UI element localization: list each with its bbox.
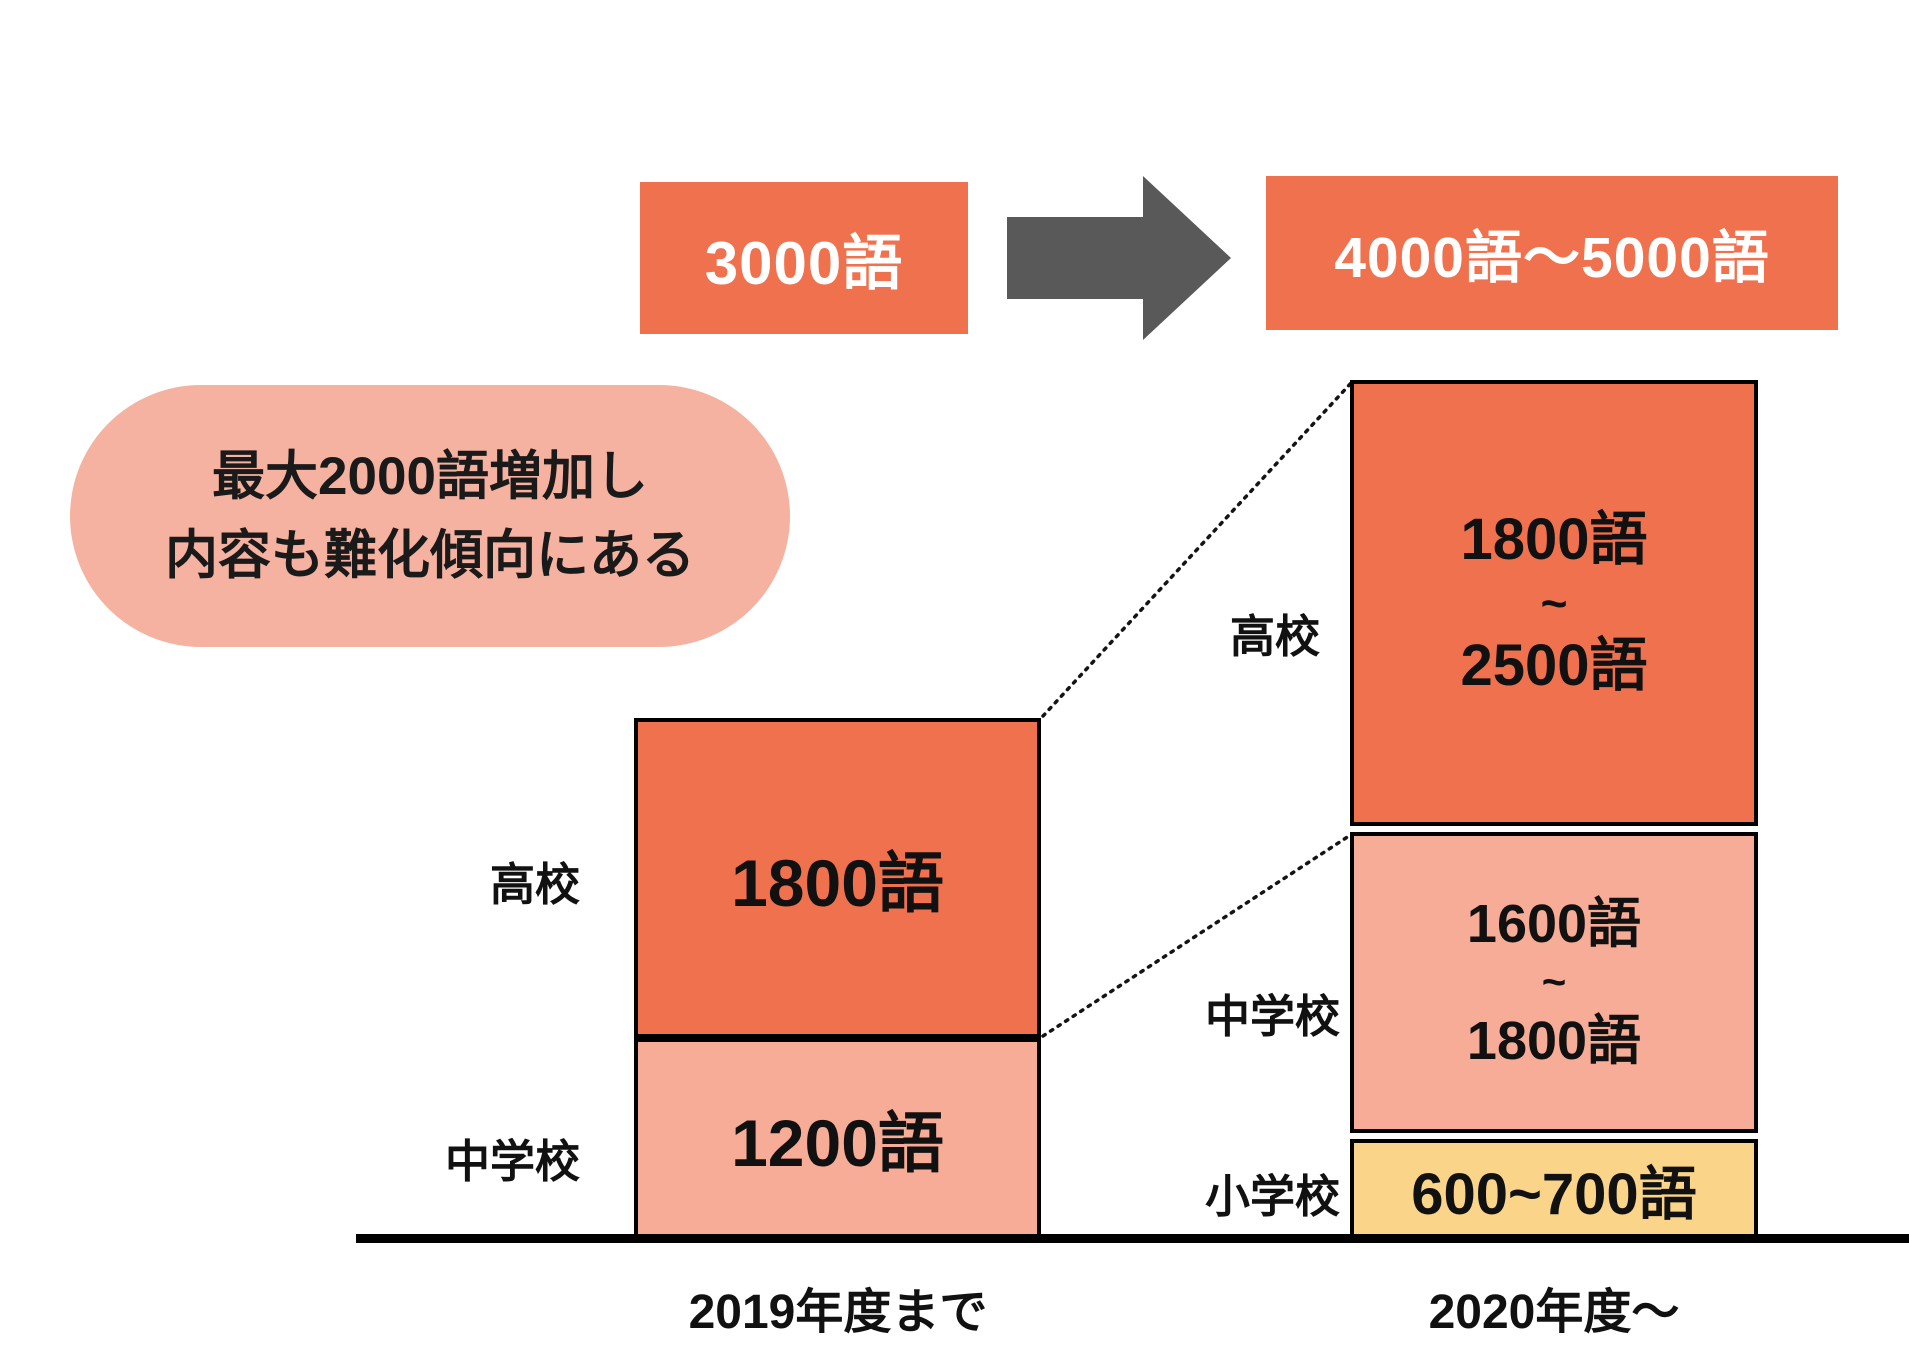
label-2020-juniorhigh: 中学校 xyxy=(1090,980,1340,1045)
axis-label-2020-text: 2020年度〜 xyxy=(1428,1286,1680,1339)
bar-2019-juniorhigh-segment: 1200語 xyxy=(634,1038,1041,1238)
connector-line-juniorhigh xyxy=(1041,832,1354,1038)
bar-2020-highschool-tilde: ~ xyxy=(1540,576,1568,629)
axis-label-2019-text: 2019年度まで xyxy=(688,1286,988,1339)
arrow-right-head-icon xyxy=(1143,176,1231,340)
bar-2020-highschool-segment: 1800語 ~ 2500語 xyxy=(1350,380,1758,826)
increase-callout-bubble: 最大2000語増加し 内容も難化傾向にある xyxy=(70,385,790,647)
bar-2020-highschool-value-max: 2500語 xyxy=(1460,633,1648,699)
arrow-right-icon xyxy=(1007,217,1144,299)
bar-2020-elementary-segment: 600~700語 xyxy=(1350,1139,1758,1238)
callout-line-2: 内容も難化傾向にある xyxy=(165,526,695,585)
total-before-label: 3000語 xyxy=(704,229,904,297)
label-2019-juniorhigh: 中学校 xyxy=(340,1125,580,1190)
axis-label-2020: 2020年度〜 xyxy=(1304,1272,1804,1342)
axis-label-2019: 2019年度まで xyxy=(588,1272,1088,1342)
label-2020-highschool: 高校 xyxy=(1120,600,1320,665)
bar-2019-juniorhigh-value: 1200語 xyxy=(731,1106,944,1180)
bar-2020-juniorhigh-value-min: 1600語 xyxy=(1466,893,1642,954)
bar-2019-highschool-segment: 1800語 xyxy=(634,718,1041,1038)
total-after-box: 4000語〜5000語 xyxy=(1266,176,1838,330)
label-2019-highschool-text: 高校 xyxy=(489,859,580,910)
label-2019-juniorhigh-text: 中学校 xyxy=(444,1136,580,1187)
bar-2019-highschool-value: 1800語 xyxy=(731,846,944,920)
bar-2020-juniorhigh-segment: 1600語 ~ 1800語 xyxy=(1350,832,1758,1133)
callout-line-1: 最大2000語増加し xyxy=(212,446,648,506)
bar-2020-highschool-value-min: 1800語 xyxy=(1460,506,1648,572)
label-2020-highschool-text: 高校 xyxy=(1229,611,1320,662)
bar-2020-juniorhigh-value-max: 1800語 xyxy=(1466,1010,1642,1071)
bar-2020-elementary-value: 600~700語 xyxy=(1411,1161,1697,1227)
label-2020-elementary-text: 小学校 xyxy=(1204,1171,1340,1222)
connector-line-highschool xyxy=(1041,380,1354,718)
x-axis-baseline xyxy=(356,1234,1909,1243)
total-after-label: 4000語〜5000語 xyxy=(1334,226,1770,290)
total-before-box: 3000語 xyxy=(640,182,968,334)
label-2020-juniorhigh-text: 中学校 xyxy=(1204,991,1340,1042)
label-2020-elementary: 小学校 xyxy=(1090,1160,1340,1225)
bar-2020-juniorhigh-tilde: ~ xyxy=(1541,958,1567,1006)
label-2019-highschool: 高校 xyxy=(380,848,580,913)
